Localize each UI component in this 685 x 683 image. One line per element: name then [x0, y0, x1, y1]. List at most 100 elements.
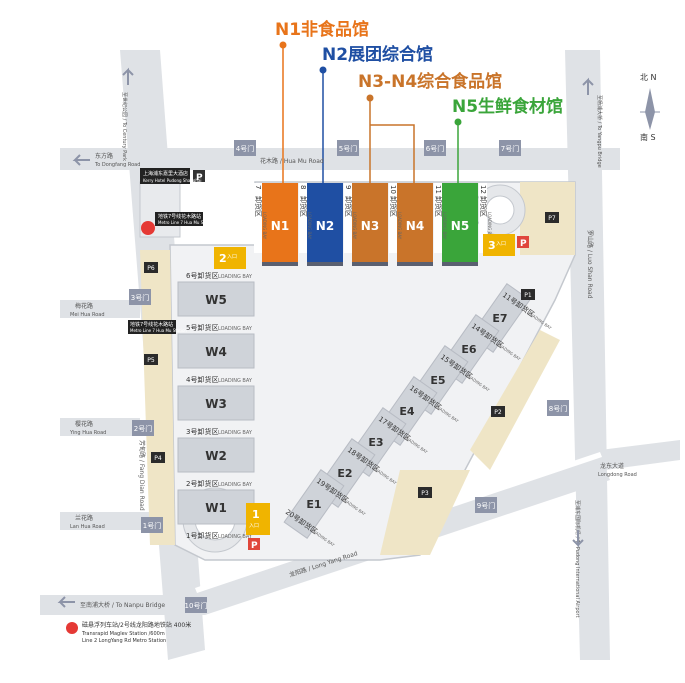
metro-station-north: 地铁7号线花木路站 Metro Line 7 Hua Mu Station	[141, 212, 215, 235]
hall-label: E2	[337, 467, 352, 480]
parking-label: P5	[147, 357, 155, 364]
road-mei-hua-en: Mei Hua Road	[70, 312, 105, 318]
parking-6: P6	[144, 262, 158, 273]
bay-label: 2号卸货区	[186, 479, 218, 488]
parking-label: P1	[524, 292, 532, 299]
svg-text:P: P	[520, 239, 527, 249]
bay-label: 8	[299, 185, 307, 189]
svg-text:磁悬浮列车站/2号线龙阳路地铁站 400米: 磁悬浮列车站/2号线龙阳路地铁站 400米	[82, 621, 191, 629]
gate-label: 4号门	[236, 144, 254, 153]
loading-bay-en: LOADING BAY	[218, 534, 253, 540]
loading-bay-en: LOADING BAY	[307, 212, 312, 240]
gate-2[interactable]: 2号门	[132, 420, 154, 436]
gate-8[interactable]: 8号门	[547, 400, 569, 416]
road-longdong: 龙东大道	[600, 462, 624, 470]
bay-word: 卸货区	[344, 196, 353, 217]
hall-w5[interactable]: W5	[177, 281, 255, 317]
svg-text:1: 1	[252, 508, 260, 521]
gate-4[interactable]: 4号门	[234, 140, 256, 156]
hall-w4[interactable]: W4	[177, 333, 255, 369]
road-lan-hua-en: Lan Hua Road	[70, 524, 105, 530]
parking-1: P1	[521, 289, 535, 300]
gate-6[interactable]: 6号门	[424, 140, 446, 156]
loading-bay-en: LOADING BAY	[218, 378, 253, 384]
hall-n1[interactable]: N1	[262, 183, 298, 266]
gate-label: 2号门	[134, 424, 152, 433]
gate-3[interactable]: 3号门	[129, 289, 151, 305]
gate-label: 3号门	[131, 293, 149, 302]
parking-5: P5	[144, 354, 158, 365]
hall-w1[interactable]: W1	[177, 489, 255, 525]
hall-w3[interactable]: W3	[177, 385, 255, 421]
title-n1: N1非食品馆	[275, 19, 369, 40]
hall-w2[interactable]: W2	[177, 437, 255, 473]
hotel-label: 上海浦东嘉里大酒店 Kerry Hotel Pudong Shanghai	[140, 168, 202, 184]
gate-label: 6号门	[426, 144, 444, 153]
svg-text:入口: 入口	[227, 254, 237, 260]
svg-text:3: 3	[488, 239, 496, 252]
svg-text:Metro Line 7 Hua Mu Station: Metro Line 7 Hua Mu Station	[158, 220, 215, 225]
hall-label: W4	[205, 345, 227, 359]
hall-label: E6	[461, 343, 477, 356]
svg-text:南 S: 南 S	[640, 132, 656, 142]
road-luo-shan: 罗山路 / Luo Shan Road	[586, 230, 594, 299]
bay-label: 1号卸货区	[186, 531, 218, 540]
hall-n5[interactable]: N5	[442, 183, 478, 266]
loading-bay-en: LOADING BAY	[352, 212, 357, 240]
loading-bay-en: LOADING BAY	[218, 326, 253, 332]
parking-4: P4	[151, 452, 165, 463]
hall-n3[interactable]: N3	[352, 183, 388, 266]
gate-10[interactable]: 10号门	[185, 597, 208, 613]
loading-bay-en: LOADING BAY	[262, 212, 267, 240]
hall-n2[interactable]: N2	[307, 183, 343, 266]
hall-n4[interactable]: N4	[397, 183, 433, 266]
gate-9[interactable]: 9号门	[475, 497, 497, 513]
svg-text:入口: 入口	[249, 523, 259, 529]
parking-label: P2	[494, 409, 502, 416]
road-nanpu: 至南浦大桥 / To Nanpu Bridge	[80, 601, 165, 609]
parking-2: P2	[491, 406, 505, 417]
bay-word: 卸货区	[389, 196, 398, 217]
svg-text:上海浦东嘉里大酒店: 上海浦东嘉里大酒店	[143, 170, 188, 177]
hall-label: E1	[306, 498, 321, 511]
parking-label: P4	[154, 455, 162, 462]
gate-5[interactable]: 5号门	[337, 140, 359, 156]
metro-station-west: 地铁7号线花木路站 Metro Line 7 Hua Mu Station	[128, 320, 187, 334]
bay-label: 6号卸货区	[186, 271, 218, 280]
loading-bay-en: LOADING BAY	[397, 212, 402, 240]
gate-label: 9号门	[477, 501, 495, 510]
road-dong-fang: 东方路	[95, 152, 113, 160]
hall-label: E7	[492, 312, 507, 325]
road-pudong-airport: 至浦东国际机场 / To Pudong International Airpor…	[574, 500, 581, 618]
hall-label: W5	[205, 293, 227, 307]
maglev-station: 磁悬浮列车站/2号线龙阳路地铁站 400米 Transrapid Maglev …	[66, 621, 191, 644]
title-n5: N5生鲜食材馆	[452, 96, 563, 117]
svg-text:地铁7号线花木路站: 地铁7号线花木路站	[130, 321, 173, 328]
bay-label: 5号卸货区	[186, 323, 218, 332]
bay-label: 9	[344, 185, 352, 189]
svg-text:Transrapid Maglev Station /600: Transrapid Maglev Station /600m	[81, 631, 165, 637]
hall-e1[interactable]: E1	[283, 469, 345, 539]
gate-1[interactable]: 1号门	[141, 517, 163, 533]
road-century: 至世纪公园 / To Century Park	[121, 92, 128, 161]
gate-7[interactable]: 7号门	[499, 140, 521, 156]
svg-text:Line 2 LongYang Rd Metro Stati: Line 2 LongYang Rd Metro Station	[82, 638, 166, 644]
svg-text:入口: 入口	[496, 241, 506, 247]
bay-word: 卸货区	[479, 196, 488, 217]
hall-label: N5	[451, 219, 469, 233]
hall-label: W2	[205, 449, 227, 463]
bay-label: 10	[389, 185, 397, 194]
hall-title-pins	[279, 41, 462, 185]
parking-7: P7	[545, 212, 559, 223]
parking-label: P7	[548, 215, 556, 222]
road-longdong-en: Longdong Road	[598, 472, 637, 478]
